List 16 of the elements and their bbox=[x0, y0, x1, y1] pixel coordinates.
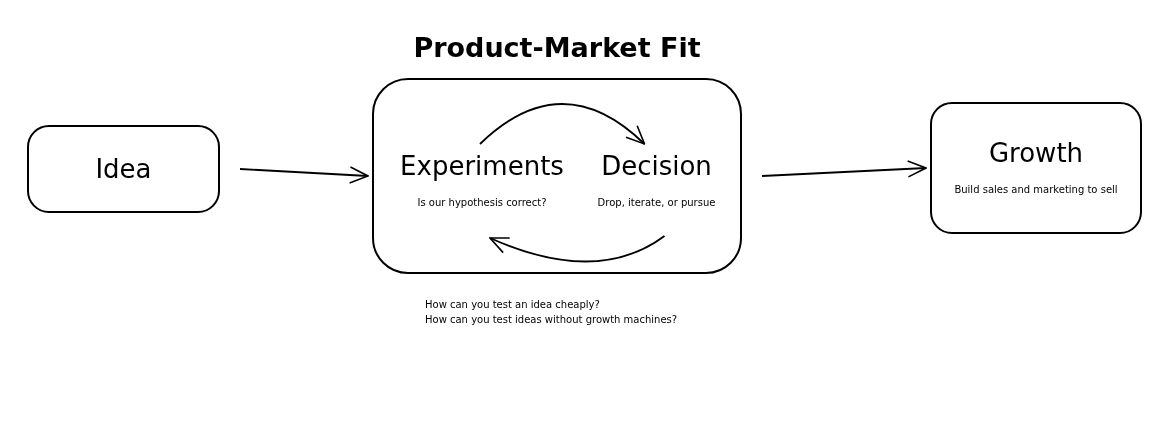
note-text: How can you test ideas without growth machines? bbox=[425, 313, 678, 327]
rounded-box bbox=[930, 102, 1142, 234]
node-title: Idea bbox=[95, 156, 152, 182]
node-title: Experiments bbox=[400, 152, 564, 179]
arrow bbox=[489, 235, 666, 263]
node-subtitle: Drop, iterate, or pursue bbox=[597, 195, 716, 210]
arrow bbox=[479, 103, 646, 145]
node-subtitle: Is our hypothesis correct? bbox=[417, 195, 547, 210]
node-subtitle: Build sales and marketing to sell bbox=[954, 182, 1118, 197]
rounded-box bbox=[27, 125, 220, 213]
arrow bbox=[761, 160, 927, 178]
node-title: Growth bbox=[988, 139, 1084, 166]
arrow bbox=[239, 166, 369, 184]
note-text: How can you test an idea cheaply? bbox=[425, 298, 601, 312]
node-title: Decision bbox=[601, 152, 712, 179]
section-heading: Product-Market Fit bbox=[412, 31, 702, 65]
